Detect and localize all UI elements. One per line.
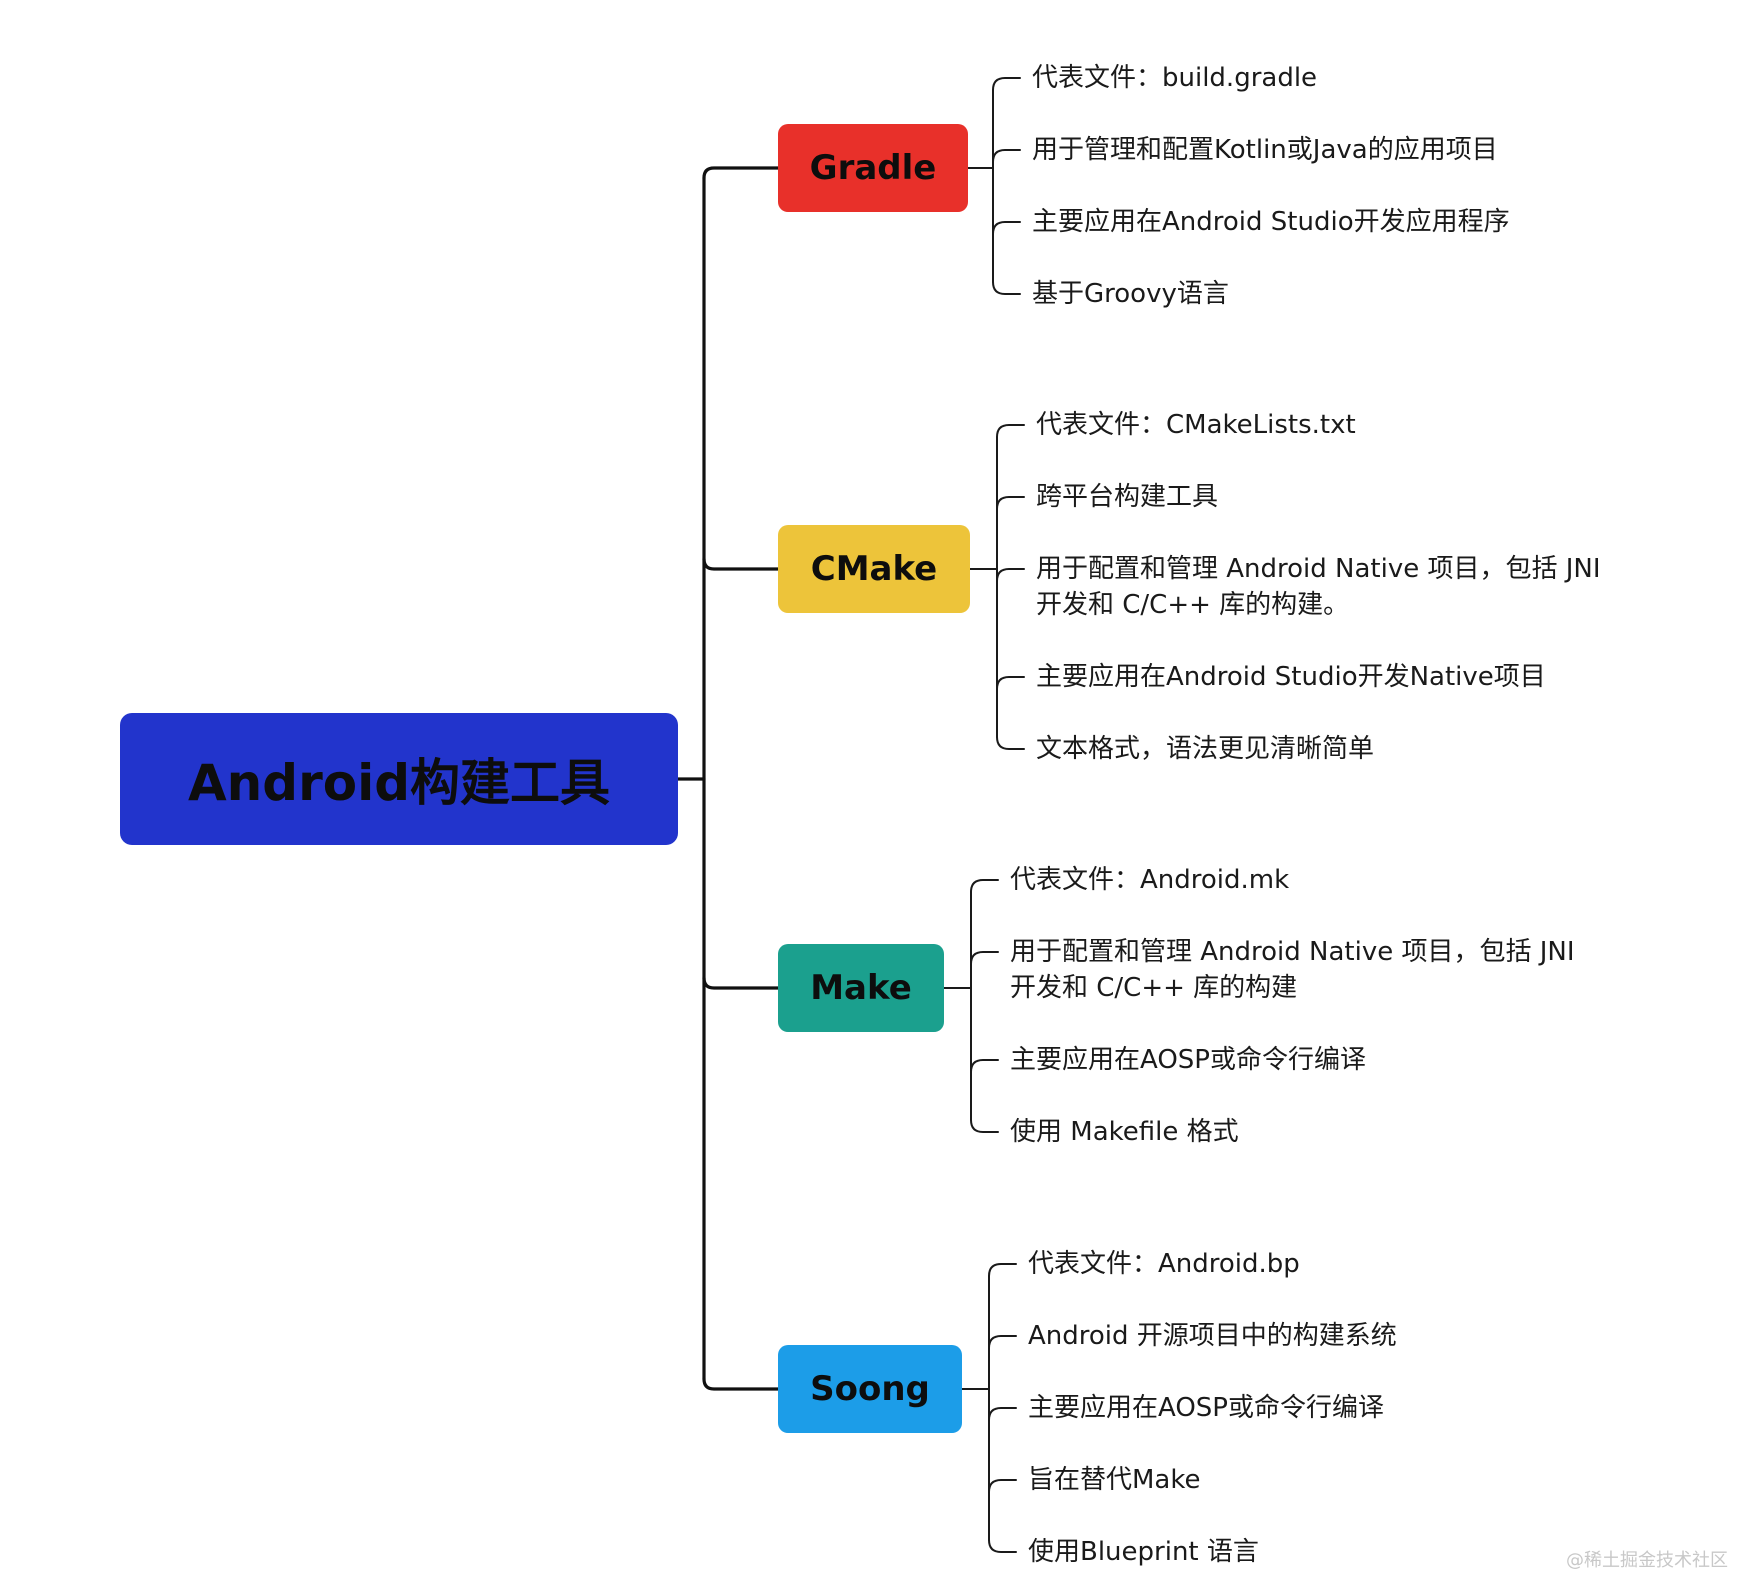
cmake-leaf-tick	[996, 736, 1025, 750]
soong-branch-connector	[702, 1377, 780, 1391]
watermark: @稀土掘金技术社区	[1566, 1550, 1728, 1571]
make-leaf-tick	[970, 951, 999, 965]
gradle-label: Gradle	[809, 148, 937, 188]
soong-leaf-tick	[988, 1263, 1017, 1277]
gradle-leaf-tick	[992, 77, 1021, 91]
make-leaf-text: 用于配置和管理 Android Native 项目，包括 JNI	[1010, 937, 1575, 967]
gradle-branch-connector	[702, 166, 780, 180]
make-leaf-text: 开发和 C/C++ 库的构建	[1010, 973, 1298, 1003]
cmake-leaf-text: 主要应用在Android Studio开发Native项目	[1036, 662, 1546, 692]
make-label: Make	[810, 968, 912, 1008]
soong-leaf-tick	[988, 1407, 1017, 1421]
soong-leaf-item: 旨在替代Make	[1028, 1462, 1201, 1498]
gradle-leaf-tick	[992, 149, 1021, 163]
soong-leaf-text: 旨在替代Make	[1028, 1465, 1201, 1495]
cmake-leaf-text: 用于配置和管理 Android Native 项目，包括 JNI	[1036, 554, 1601, 584]
cmake-leaf-text: 开发和 C/C++ 库的构建。	[1036, 590, 1350, 620]
cmake-leaf-item: 文本格式，语法更见清晰简单	[1036, 731, 1374, 767]
soong-leaf-text: 主要应用在AOSP或命令行编译	[1028, 1393, 1384, 1423]
soong-leaf-item: Android 开源项目中的构建系统	[1028, 1318, 1397, 1354]
soong-leaf-tick	[988, 1479, 1017, 1493]
cmake-label: CMake	[810, 549, 938, 589]
gradle-leaf-item: 用于管理和配置Kotlin或Java的应用项目	[1032, 132, 1498, 168]
make-node[interactable]: Make	[778, 944, 944, 1032]
soong-leaf-tick	[988, 1539, 1017, 1553]
cmake-node[interactable]: CMake	[778, 525, 970, 613]
make-leaf-text: 代表文件：Android.mk	[1010, 865, 1290, 895]
soong-leaf-text: Android 开源项目中的构建系统	[1028, 1321, 1397, 1351]
cmake-leaf-item: 代表文件：CMakeLists.txt	[1036, 407, 1356, 443]
make-leaf-tick	[970, 1059, 999, 1073]
gradle-leaf-item: 基于Groovy语言	[1032, 276, 1229, 312]
root-node[interactable]: Android构建工具	[120, 713, 678, 845]
gradle-leaf-tick	[992, 221, 1021, 235]
cmake-leaf-text: 跨平台构建工具	[1036, 482, 1219, 512]
soong-leaf-item: 使用Blueprint 语言	[1028, 1534, 1259, 1570]
gradle-leaf-item: 主要应用在Android Studio开发应用程序	[1032, 204, 1510, 240]
cmake-leaf-item: 用于配置和管理 Android Native 项目，包括 JNI 开发和 C/C+…	[1036, 551, 1601, 623]
make-leaf-tick	[970, 1119, 999, 1133]
gradle-leaf-text: 用于管理和配置Kotlin或Java的应用项目	[1032, 135, 1498, 165]
make-leaf-item: 主要应用在AOSP或命令行编译	[1010, 1042, 1366, 1078]
gradle-leaf-tick	[992, 281, 1021, 295]
soong-leaf-tick	[988, 1335, 1017, 1349]
soong-leaf-text: 使用Blueprint 语言	[1028, 1537, 1259, 1567]
make-leaf-item: 使用 Makefile 格式	[1010, 1114, 1239, 1150]
soong-label: Soong	[810, 1369, 930, 1409]
cmake-leaf-text: 代表文件：CMakeLists.txt	[1036, 410, 1356, 440]
cmake-leaf-tick	[996, 676, 1025, 690]
cmake-leaf-tick	[996, 424, 1025, 438]
soong-leaf-item: 主要应用在AOSP或命令行编译	[1028, 1390, 1384, 1426]
gradle-node[interactable]: Gradle	[778, 124, 968, 212]
root-label: Android构建工具	[187, 754, 611, 812]
cmake-branch-connector	[702, 557, 780, 571]
soong-leaf-text: 代表文件：Android.bp	[1028, 1249, 1300, 1279]
soong-node[interactable]: Soong	[778, 1345, 962, 1433]
cmake-leaf-tick	[996, 568, 1025, 582]
make-branch-connector	[702, 976, 780, 990]
gradle-leaf-text: 基于Groovy语言	[1032, 279, 1229, 309]
make-leaf-text: 使用 Makefile 格式	[1010, 1117, 1239, 1147]
make-leaf-tick	[970, 879, 999, 893]
soong-leaf-item: 代表文件：Android.bp	[1028, 1246, 1300, 1282]
make-leaf-text: 主要应用在AOSP或命令行编译	[1010, 1045, 1366, 1075]
cmake-leaf-item: 跨平台构建工具	[1036, 479, 1218, 515]
gradle-leaf-text: 代表文件：build.gradle	[1032, 63, 1318, 93]
gradle-leaf-item: 代表文件：build.gradle	[1032, 60, 1317, 96]
gradle-leaf-text: 主要应用在Android Studio开发应用程序	[1032, 207, 1510, 237]
cmake-leaf-text: 文本格式，语法更见清晰简单	[1036, 734, 1375, 764]
make-leaf-item: 代表文件：Android.mk	[1010, 862, 1289, 898]
cmake-leaf-tick	[996, 496, 1025, 510]
make-leaf-item: 用于配置和管理 Android Native 项目，包括 JNI 开发和 C/C+…	[1010, 934, 1575, 1006]
cmake-leaf-item: 主要应用在Android Studio开发Native项目	[1036, 659, 1546, 695]
